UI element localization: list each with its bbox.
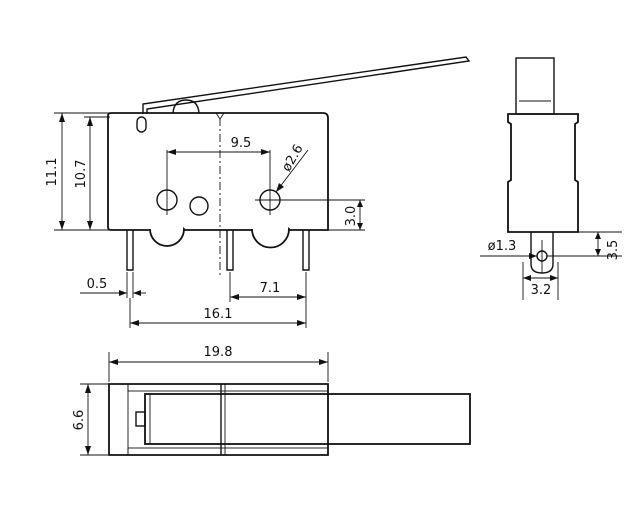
center-pin bbox=[189, 196, 209, 216]
bottom-lever bbox=[144, 393, 471, 445]
dim-terminal-width: 0.5 bbox=[87, 277, 108, 292]
terminal-middle bbox=[226, 230, 234, 271]
dim-height-total: 11.1 bbox=[45, 158, 60, 187]
dim-side-width: 3.2 bbox=[531, 283, 552, 298]
dim-terminal-hole-height: 3.5 bbox=[606, 240, 621, 261]
terminal-right bbox=[302, 230, 310, 271]
dim-terminal-spacing: 7.1 bbox=[260, 281, 281, 296]
dim-height-body: 10.7 bbox=[74, 160, 89, 189]
dim-body-length: 19.8 bbox=[204, 345, 233, 360]
bottom-view: 19.8 6.6 bbox=[72, 345, 471, 456]
front-view: 11.1 10.7 9.5 ø2.6 3.0 0.5 bbox=[45, 56, 471, 328]
lever-pivot-slot bbox=[136, 116, 147, 133]
side-plunger bbox=[515, 57, 555, 115]
switch-body-outline bbox=[107, 112, 329, 249]
dim-terminal-span: 16.1 bbox=[204, 307, 233, 322]
side-body bbox=[507, 113, 579, 233]
dim-hole-height: 3.0 bbox=[344, 206, 359, 227]
terminal-left bbox=[126, 230, 134, 271]
dim-body-depth: 6.6 bbox=[72, 410, 87, 431]
dim-hole-spacing: 9.5 bbox=[231, 136, 252, 151]
dim-hole-diameter: ø2.6 bbox=[279, 142, 306, 174]
actuator-button bbox=[172, 99, 200, 114]
dim-terminal-hole-diameter: ø1.3 bbox=[488, 239, 517, 254]
side-view: ø1.3 3.5 3.2 bbox=[480, 57, 622, 300]
lever-arm bbox=[142, 56, 471, 114]
